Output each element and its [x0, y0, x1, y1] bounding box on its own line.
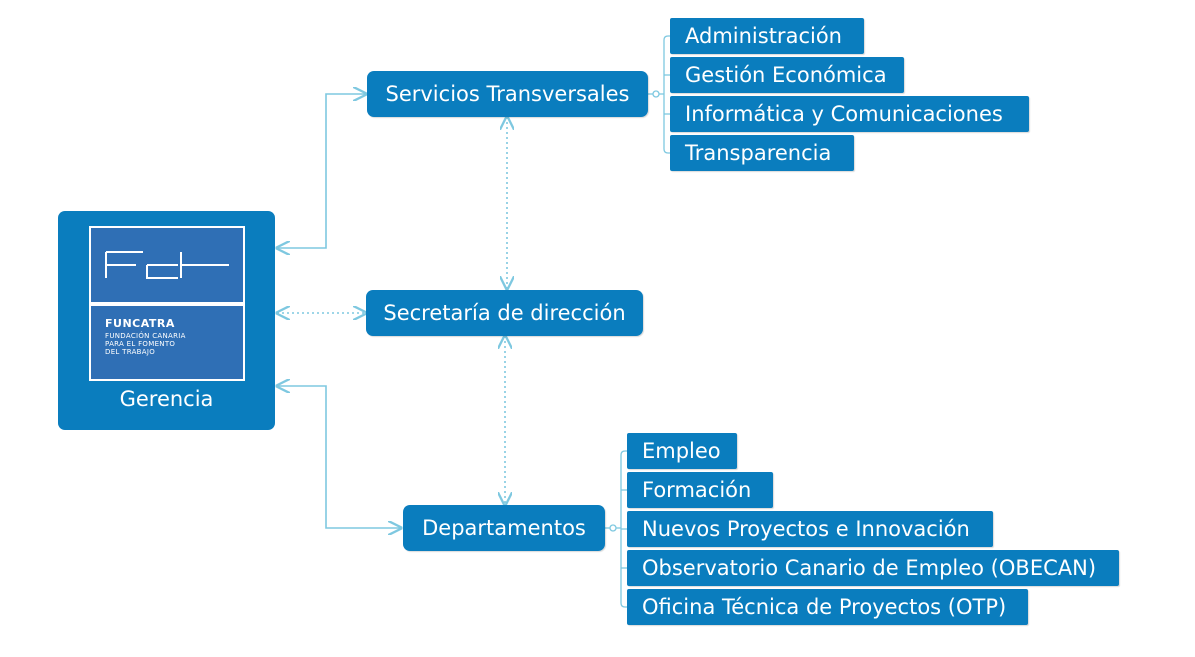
- node-secretaria-direccion[interactable]: Secretaría de dirección: [366, 290, 643, 336]
- logo-name: FUNCATRA: [105, 317, 175, 330]
- funcatra-logo: FUNCATRA FUNDACIÓN CANARIA PARA EL FOMEN…: [89, 226, 245, 381]
- node-gerencia[interactable]: FUNCATRA FUNDACIÓN CANARIA PARA EL FOMEN…: [58, 211, 275, 430]
- leaf-transparencia[interactable]: Transparencia: [670, 135, 854, 171]
- gerencia-label: Gerencia: [119, 387, 214, 411]
- leaf-informatica-comunicaciones[interactable]: Informática y Comunicaciones: [670, 96, 1029, 132]
- logo-subtitle-line: FUNDACIÓN CANARIA: [105, 332, 186, 340]
- connector-gerencia-servicios: [277, 94, 366, 248]
- connector-gerencia-departamentos: [277, 386, 401, 528]
- leaf-administracion[interactable]: Administración: [670, 18, 864, 54]
- leaf-empleo[interactable]: Empleo: [627, 433, 737, 469]
- logo-subtitle-line: DEL TRABAJO: [105, 348, 156, 356]
- node-servicios-transversales[interactable]: Servicios Transversales: [367, 71, 648, 117]
- logo-subtitle-line: PARA EL FOMENTO: [105, 340, 176, 348]
- bracket-servicios: [648, 35, 670, 154]
- leaf-obecan[interactable]: Observatorio Canario de Empleo (OBECAN): [627, 550, 1119, 586]
- logo-fct-mark: [91, 228, 243, 302]
- node-departamentos[interactable]: Departamentos: [403, 505, 605, 551]
- leaf-formacion[interactable]: Formación: [627, 472, 773, 508]
- bracket-departamentos: [605, 450, 627, 608]
- logo-text-block: FUNCATRA FUNDACIÓN CANARIA PARA EL FOMEN…: [91, 306, 243, 379]
- fct-monogram-icon: [105, 251, 229, 279]
- leaf-otp[interactable]: Oficina Técnica de Proyectos (OTP): [627, 589, 1028, 625]
- leaf-nuevos-proyectos[interactable]: Nuevos Proyectos e Innovación: [627, 511, 993, 547]
- leaf-gestion-economica[interactable]: Gestión Económica: [670, 57, 904, 93]
